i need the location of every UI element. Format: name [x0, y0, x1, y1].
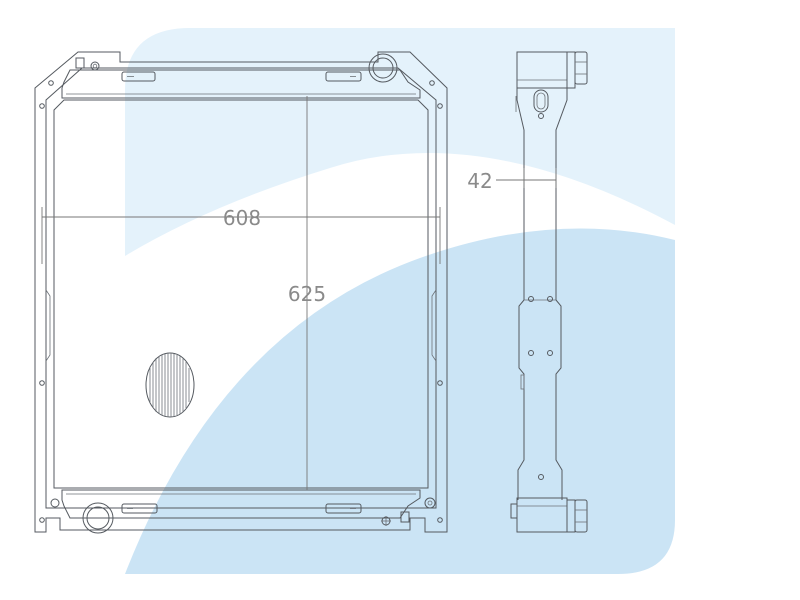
width-dimension: [41, 207, 441, 264]
thickness-dimension-label: 42: [467, 169, 492, 193]
height-dimension-label: 625: [288, 282, 326, 306]
background-shape: [125, 28, 675, 574]
radiator-side-view: [496, 51, 588, 533]
width-dimension-label: 608: [223, 206, 261, 230]
radiator-front-view: [34, 51, 448, 534]
